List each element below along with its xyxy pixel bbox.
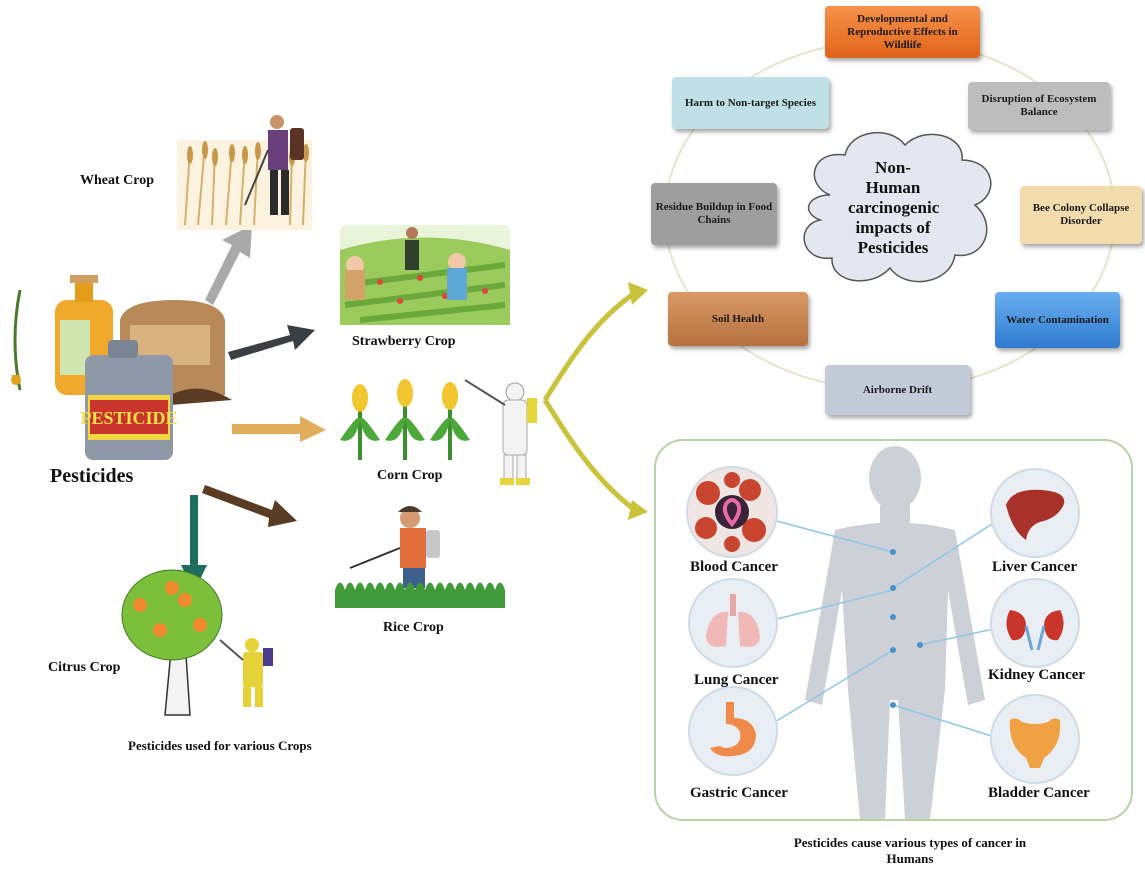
curved-arrows <box>542 290 637 512</box>
wheat-illustration <box>177 115 312 230</box>
box-bee-colony-collapse: Bee Colony Collapse Disorder <box>1020 186 1142 244</box>
arrow-to-wheat <box>205 225 252 305</box>
liver-cancer-label: Liver Cancer <box>992 559 1078 575</box>
pesticide-can-text: PESTICIDE <box>80 408 177 428</box>
kidney-cancer-circle <box>990 578 1080 668</box>
arrow-to-citrus <box>181 495 207 592</box>
organ-connector-lines <box>764 517 999 739</box>
box-water-contamination: Water Contamination <box>995 292 1120 348</box>
human-silhouette <box>805 446 985 820</box>
strawberry-illustration <box>340 225 510 325</box>
bladder-cancer-circle <box>990 694 1080 784</box>
gastric-cancer-circle <box>688 686 778 776</box>
citrus-illustration <box>121 569 273 716</box>
human-caption: Pesticides cause various types of cancer… <box>793 835 1027 866</box>
box-ecosystem-disruption: Disruption of Ecosystem Balance <box>968 82 1110 130</box>
rice-crop-label: Rice Crop <box>383 620 444 635</box>
bladder-icon <box>1009 718 1061 768</box>
citrus-crop-label: Citrus Crop <box>48 660 121 675</box>
blood-cancer-circle <box>686 466 778 558</box>
arrow-to-rice <box>202 485 297 527</box>
liver-icon <box>1006 489 1065 540</box>
lung-cancer-circle <box>688 578 778 668</box>
corn-illustration <box>340 379 537 485</box>
cloud-center-text: Non-Human carcinogenic impacts of Pestic… <box>848 158 940 257</box>
arrow-to-corn <box>232 416 326 442</box>
corn-crop-label: Corn Crop <box>377 468 443 483</box>
pesticides-label: Pesticides <box>50 465 134 487</box>
box-developmental-effects: Developmental and Reproductive Effects i… <box>825 6 980 58</box>
kidney-cancer-label: Kidney Cancer <box>988 667 1086 683</box>
strawberry-crop-label: Strawberry Crop <box>352 334 456 349</box>
blood-cancer-label: Blood Cancer <box>690 559 778 575</box>
wheat-crop-label: Wheat Crop <box>80 173 155 188</box>
box-airborne-drift: Airborne Drift <box>825 365 970 415</box>
left-caption: Pesticides used for various Crops <box>128 738 312 753</box>
arrow-to-strawberry <box>228 325 315 360</box>
box-harm-non-target: Harm to Non-target Species <box>672 77 829 129</box>
gastric-cancer-label: Gastric Cancer <box>690 785 788 801</box>
box-soil-health: Soil Health <box>668 292 808 346</box>
stomach-icon <box>710 702 756 757</box>
arrow-head-up <box>628 282 648 305</box>
pesticide-products <box>11 275 232 460</box>
liver-cancer-circle <box>990 468 1080 558</box>
human-panel-border <box>654 439 1133 821</box>
kidneys-icon <box>1006 610 1064 651</box>
box-residue-buildup: Residue Buildup in Food Chains <box>651 183 777 245</box>
cloud-shape <box>803 131 992 283</box>
organ-connector-dots <box>890 549 923 708</box>
lung-cancer-label: Lung Cancer <box>694 672 779 688</box>
blood-cells-icon <box>695 472 766 552</box>
bladder-cancer-label: Bladder Cancer <box>988 785 1090 801</box>
lungs-icon <box>706 594 760 647</box>
arrow-head-down <box>628 500 648 520</box>
rice-illustration <box>335 506 505 608</box>
